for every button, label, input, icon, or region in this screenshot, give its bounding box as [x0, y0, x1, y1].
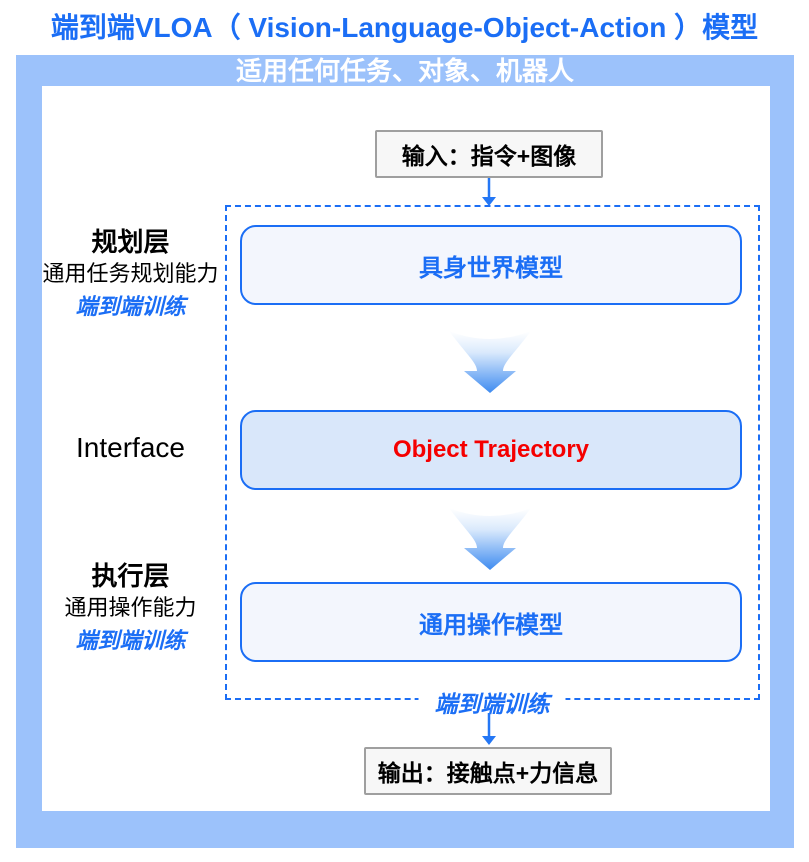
world-model-label: 具身世界模型: [419, 254, 563, 282]
world-model-box: 具身世界模型: [240, 225, 742, 305]
planning-layer-title: 规划层: [91, 227, 170, 257]
page-title: 端到端VLOA（ Vision-Language-Object-Action ）…: [50, 12, 759, 43]
output-box-label: 输出：接触点+力信息: [377, 760, 599, 786]
end-to-end-training-label: 端到端训练: [418, 685, 566, 719]
output-box: 输出：接触点+力信息: [364, 747, 612, 795]
input-box: 输入：指令+图像: [375, 130, 603, 178]
planning-layer-subtitle: 通用任务规划能力: [42, 261, 219, 286]
object-trajectory-box: Object Trajectory: [240, 410, 742, 490]
execution-layer-labels: 执行层 通用操作能力 端到端训练: [28, 560, 233, 658]
execution-layer-title: 执行层: [91, 561, 170, 591]
action-model-label: 通用操作模型: [419, 611, 563, 639]
down-arrow-icon: [482, 178, 496, 206]
planning-layer-training-note: 端到端训练: [75, 294, 186, 319]
object-trajectory-label: Object Trajectory: [392, 436, 590, 463]
chevron-down-arrow-icon: [449, 508, 531, 570]
planning-layer-labels: 规划层 通用任务规划能力 端到端训练: [28, 226, 233, 324]
banner-title: 适用任何任务、对象、机器人: [235, 56, 574, 86]
execution-layer-training-note: 端到端训练: [75, 628, 186, 653]
interface-label: Interface: [76, 432, 185, 463]
action-model-box: 通用操作模型: [240, 582, 742, 662]
execution-layer-subtitle: 通用操作能力: [64, 595, 197, 620]
chevron-down-arrow-icon: [449, 331, 531, 393]
input-box-label: 输入：指令+图像: [401, 143, 577, 169]
down-arrow-icon: [482, 713, 496, 745]
